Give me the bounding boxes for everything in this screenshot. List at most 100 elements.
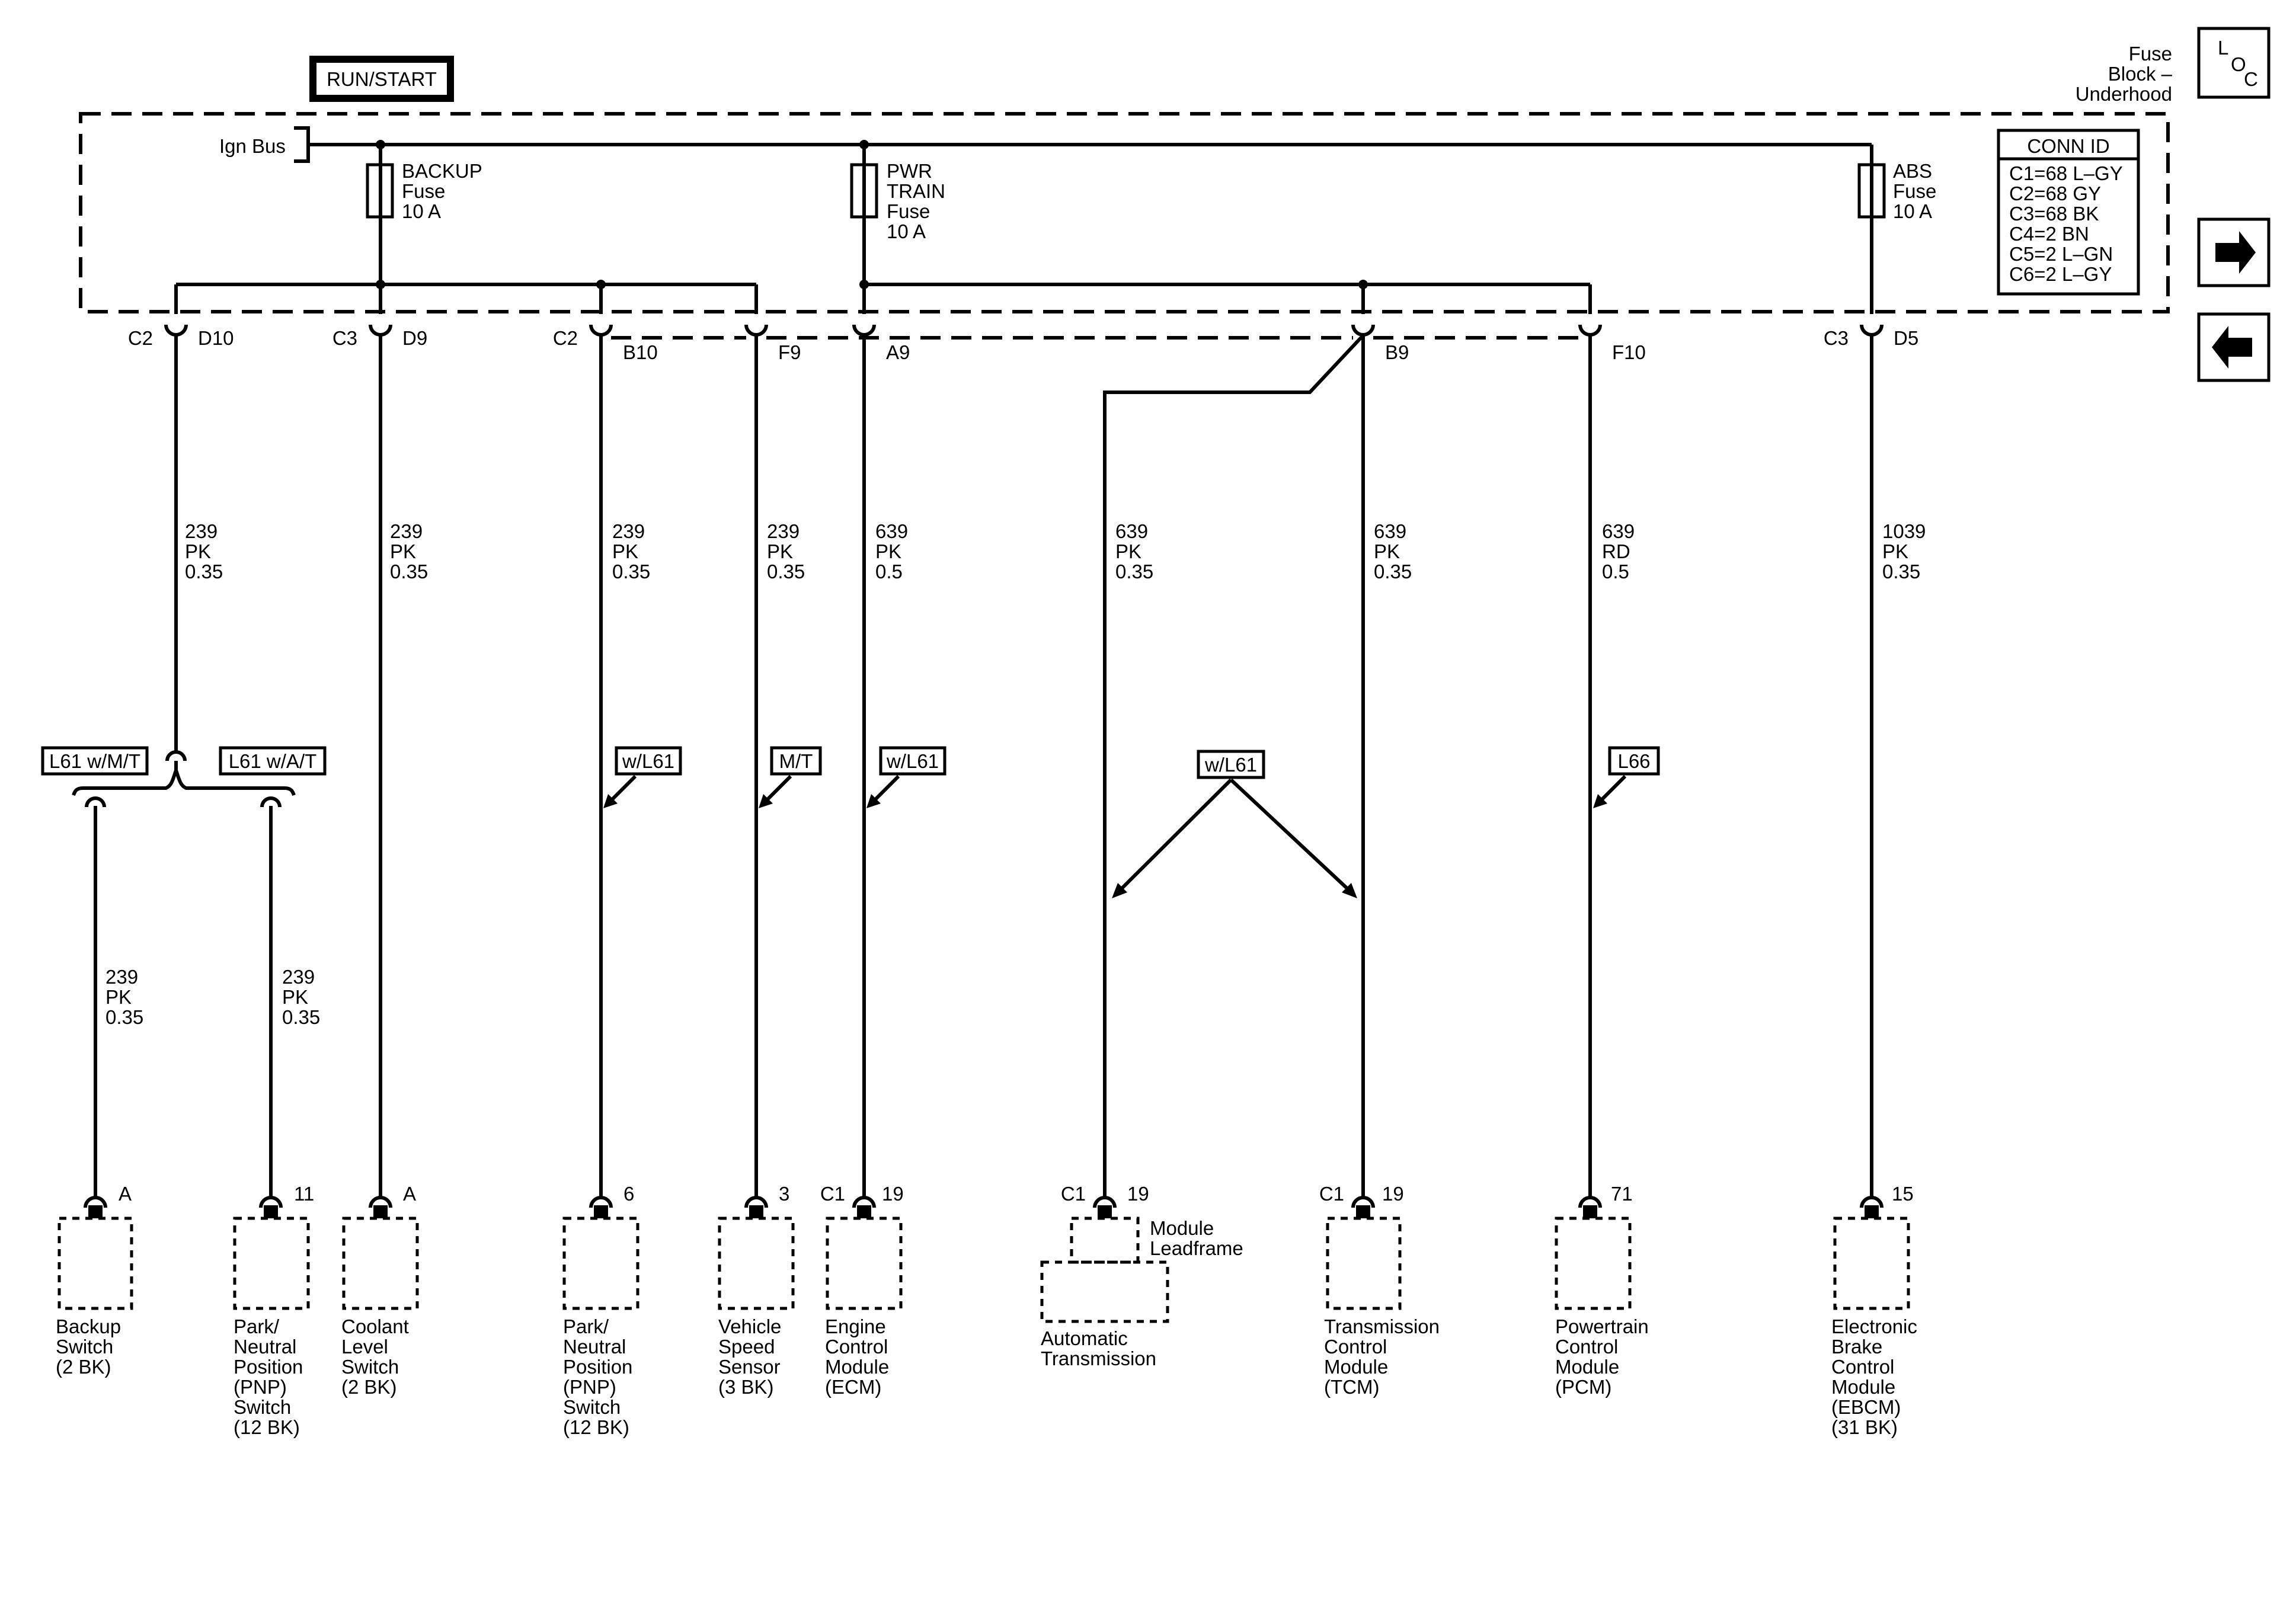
fuse-backup-line-2: Fuse [402,180,445,202]
fuse-block-label: Fuse Block – Underhood [2076,43,2173,105]
component-label-line: Park/ [563,1315,609,1337]
component-label-line: Brake [1831,1336,1882,1358]
component-label-line: Automatic [1041,1327,1128,1349]
option-wl61-b9: w/L61 [1112,750,1357,898]
wire-pnp-branch: 239 PK 0.35 [269,806,320,1197]
fuse-connector-d9: C3 D9 [332,324,427,349]
wire-size: 0.35 [282,1006,320,1028]
previous-page-button[interactable] [2197,312,2271,382]
fuse-connector-pin: D9 [402,327,427,349]
component-pin: 19 [882,1183,904,1205]
component-label-line: Module [1555,1356,1619,1378]
option-wl61-b10: w/L61 [603,746,682,808]
component-label-line: (12 BK) [234,1416,300,1438]
component-label-line: Transmission [1041,1347,1156,1369]
wire-circuit: 639 [1602,520,1635,542]
wire-size: 0.35 [390,561,428,582]
wire-circuit: 239 [282,966,315,988]
component-ecm: C1 19 Engine Control Module (ECM) [820,1183,904,1398]
left-arrow-icon [2212,326,2252,369]
option-label: w/L61 [886,750,939,772]
conn-id-row: C5=2 L–GN [2009,243,2113,265]
fuse-connector-pin: D5 [1894,327,1918,349]
component-conn: C1 [1319,1183,1344,1205]
component-pin: 3 [779,1183,789,1205]
component-pin: 19 [1382,1183,1404,1205]
wire-circuit: 639 [1115,520,1148,542]
option-l61-mt: L61 w/M/T [41,746,149,776]
wire-color: PK [282,986,308,1008]
wire-color: PK [767,540,793,562]
wire-circuit: 239 [185,520,218,542]
component-label-line: Control [825,1336,888,1358]
fuse-connector-d10: C2 D10 [128,324,234,349]
loc-button[interactable]: L O C [2197,27,2271,99]
fuse-connector-conn: C2 [128,327,153,349]
wire-size: 0.5 [1602,561,1629,582]
option-split-l61 [72,750,296,808]
fuse-connector-b10: C2 B10 [553,324,658,363]
wire-size: 0.35 [105,1006,143,1028]
fuse-pwr-train-line-2: TRAIN [887,180,945,202]
option-label: M/T [779,750,813,772]
component-label-line: (EBCM) [1831,1396,1901,1418]
fuse-block-outline [79,112,2170,313]
fuse-connector-f10: F10 [1578,324,1646,363]
wire-color: PK [390,540,416,562]
component-coolant-level-switch: A Coolant Level Switch (2 BK) [341,1183,419,1398]
wire-circuit: 239 [390,520,423,542]
component-label-line: (2 BK) [56,1356,111,1378]
component-label-line: Switch [563,1396,621,1418]
fuse-abs-line-3: 10 A [1893,200,1932,222]
component-label-line: Neutral [563,1336,626,1358]
wire-b9-tcm: 639 PK 0.35 [1361,335,1412,1197]
conn-id-row: C3=68 BK [2009,203,2099,225]
component-label-line: Switch [56,1336,113,1358]
fuse-block-line-3: Underhood [2076,83,2172,105]
wire-color: PK [1374,540,1400,562]
wire-d5: 1039 PK 0.35 [1870,335,1926,1197]
fuse-pwr-train-line-4: 10 A [887,220,926,242]
component-pin: 15 [1892,1183,1914,1205]
component-label-line: Backup [56,1315,121,1337]
fuse-pwr-train-line-3: Fuse [887,200,930,222]
wire-backup-branch: 239 PK 0.35 [94,806,143,1197]
fuse-abs: ABS Fuse 10 A [1857,145,1936,314]
wire-b9-automatic: 639 PK 0.35 [1103,334,1365,1197]
component-ebcm: 15 Electronic Brake Control Module (EBCM… [1831,1183,1917,1438]
component-label-line: (PNP) [234,1376,287,1398]
component-label-line: Switch [341,1356,399,1378]
component-label-line: Control [1324,1336,1387,1358]
fuse-connector-pin: F9 [778,341,801,363]
component-pin: 11 [294,1183,314,1205]
component-pnp-switch-at: 11 Park/ Neutral Position (PNP) Switch (… [233,1183,314,1438]
run-start-label: RUN/START [327,68,437,90]
conn-id-row: C4=2 BN [2009,223,2089,245]
option-label: w/L61 [622,750,674,772]
wire-color: PK [1115,540,1141,562]
next-page-button[interactable] [2197,217,2271,287]
wire-color: PK [185,540,211,562]
component-label-line: Module [1324,1356,1388,1378]
wire-color: PK [1882,540,1908,562]
component-pin: 6 [623,1183,634,1205]
component-label-line: (12 BK) [563,1416,629,1438]
option-l66-f10: L66 [1593,746,1660,808]
component-sub-label-line: Leadframe [1150,1237,1243,1259]
component-label-line: Vehicle [718,1315,781,1337]
run-start-box: RUN/START [309,56,454,102]
wire-size: 0.35 [1882,561,1920,582]
component-label-line: Electronic [1831,1315,1917,1337]
component-pcm: 71 Powertrain Control Module (PCM) [1555,1183,1649,1398]
component-label-line: Level [341,1336,388,1358]
fuse-connector-conn: C3 [1824,327,1849,349]
fuse-connector-conn: C2 [553,327,578,349]
component-label-line: Neutral [234,1336,296,1358]
component-label-line: (PNP) [563,1376,616,1398]
wire-circuit: 239 [105,966,138,988]
fuse-backup-line-3: 10 A [402,200,441,222]
wire-circuit: 1039 [1882,520,1926,542]
fuse-connector-a9: A9 [852,324,910,363]
wire-color: PK [875,540,901,562]
component-label-line: Position [563,1356,632,1378]
